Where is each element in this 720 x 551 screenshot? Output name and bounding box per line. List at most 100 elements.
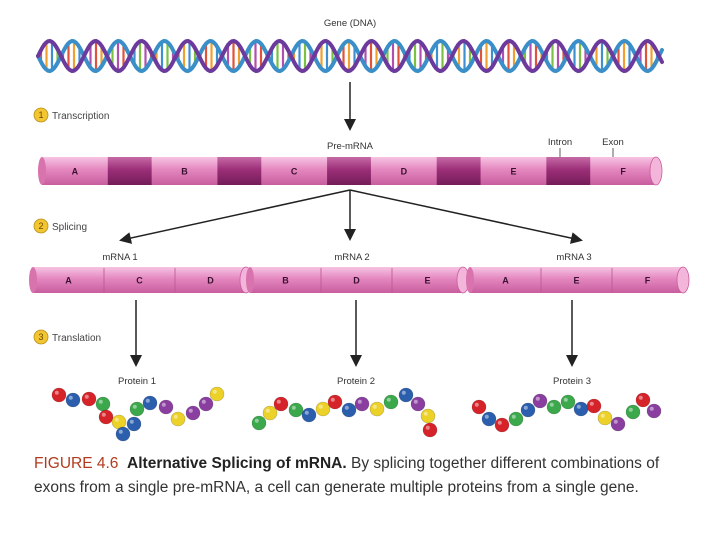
- bead-highlight: [188, 408, 193, 413]
- bead-highlight: [114, 417, 119, 422]
- intron-segment: [217, 157, 262, 185]
- amino-acid-bead: [646, 403, 662, 419]
- amino-acid-bead: [560, 394, 576, 410]
- bead-highlight: [161, 402, 166, 407]
- amino-acid-bead: [532, 393, 548, 409]
- amino-acid-bead: [481, 411, 497, 427]
- bead-highlight: [201, 399, 206, 404]
- bead-highlight: [638, 395, 643, 400]
- bead-highlight: [98, 399, 103, 404]
- bead-highlight: [484, 414, 489, 419]
- amino-acid-bead: [81, 391, 97, 407]
- exon-segment: [321, 267, 393, 293]
- amino-acid-bead: [129, 401, 145, 417]
- bead-highlight: [523, 405, 528, 410]
- exon-segment: [370, 157, 438, 185]
- bead-highlight: [132, 404, 137, 409]
- bead-highlight: [118, 429, 123, 434]
- splicing-arrows: [119, 189, 583, 244]
- bead-highlight: [276, 399, 281, 404]
- bead-highlight: [401, 390, 406, 395]
- protein-3-label: Protein 3: [553, 376, 591, 387]
- exon-letter: A: [502, 276, 509, 286]
- exon-segment: [470, 267, 542, 293]
- bead-highlight: [425, 425, 430, 430]
- bead-highlight: [576, 404, 581, 409]
- amino-acid-bead: [327, 394, 343, 410]
- protein-2-chain: [251, 387, 438, 438]
- exon-letter: D: [353, 276, 360, 286]
- step-3-label: Translation: [52, 333, 101, 344]
- bead-highlight: [291, 405, 296, 410]
- exon-letter: B: [282, 276, 289, 286]
- bead-highlight: [600, 413, 605, 418]
- step-transcription: 1 Transcription: [33, 107, 109, 123]
- tube-left-end: [246, 267, 254, 293]
- alternative-splicing-diagram: Gene (DNA) 1 Transcription Pre-mRNA Intr…: [29, 18, 690, 442]
- step-translation: 3 Translation: [33, 329, 101, 345]
- bead-highlight: [330, 397, 335, 402]
- amino-acid-bead: [508, 411, 524, 427]
- amino-acid-bead: [635, 392, 651, 408]
- step-2-circle: [33, 218, 49, 234]
- intron-segment: [436, 157, 482, 185]
- bead-highlight: [628, 407, 633, 412]
- mrna-2-label: mRNA 2: [334, 252, 369, 263]
- exon-letter: C: [136, 276, 143, 286]
- exon-segment: [480, 157, 547, 185]
- bead-highlight: [173, 414, 178, 419]
- bead-highlight: [613, 419, 618, 424]
- amino-acid-bead: [573, 401, 589, 417]
- exon-segment: [612, 267, 684, 293]
- intron-label: Intron: [548, 137, 572, 148]
- exon-segment: [541, 267, 613, 293]
- exon-segment: [33, 267, 105, 293]
- intron-segment: [546, 157, 591, 185]
- exon-letter: D: [401, 167, 408, 177]
- exon-letter: D: [207, 276, 214, 286]
- amino-acid-bead: [341, 402, 357, 418]
- step-2-label: Splicing: [52, 222, 87, 233]
- amino-acid-bead: [315, 401, 331, 417]
- amino-acid-bead: [288, 402, 304, 418]
- step-2-number: 2: [38, 221, 43, 231]
- amino-acid-bead: [586, 398, 602, 414]
- amino-acid-bead: [369, 401, 385, 417]
- intron-segment: [327, 157, 372, 185]
- amino-acid-bead: [198, 396, 214, 412]
- exon-letter: A: [72, 167, 79, 177]
- bead-highlight: [145, 398, 150, 403]
- amino-acid-bead: [471, 399, 487, 415]
- bead-highlight: [304, 410, 309, 415]
- exon-letter: F: [620, 167, 626, 177]
- bead-highlight: [357, 399, 362, 404]
- exon-letter: E: [573, 276, 579, 286]
- protein-3-chain: [471, 392, 662, 433]
- exon-segment: [151, 157, 218, 185]
- exon-segment: [590, 157, 657, 185]
- amino-acid-bead: [185, 405, 201, 421]
- tube-end-cap: [649, 156, 663, 186]
- amino-acid-bead: [301, 407, 317, 423]
- tube-left-end: [466, 267, 474, 293]
- bead-highlight: [549, 402, 554, 407]
- step-3-number: 3: [38, 332, 43, 342]
- bead-highlight: [386, 397, 391, 402]
- amino-acid-bead: [115, 426, 131, 442]
- step-1-number: 1: [38, 110, 43, 120]
- bead-highlight: [511, 414, 516, 419]
- bead-highlight: [318, 404, 323, 409]
- exon-letter: E: [510, 167, 516, 177]
- exon-label: Exon: [602, 137, 624, 148]
- protein-1-label: Protein 1: [118, 376, 156, 387]
- gene-label: Gene (DNA): [324, 18, 376, 29]
- exon-segment: [42, 157, 109, 185]
- protein-1-chain: [51, 386, 225, 442]
- amino-acid-bead: [65, 392, 81, 408]
- amino-acid-bead: [142, 395, 158, 411]
- bead-highlight: [68, 395, 73, 400]
